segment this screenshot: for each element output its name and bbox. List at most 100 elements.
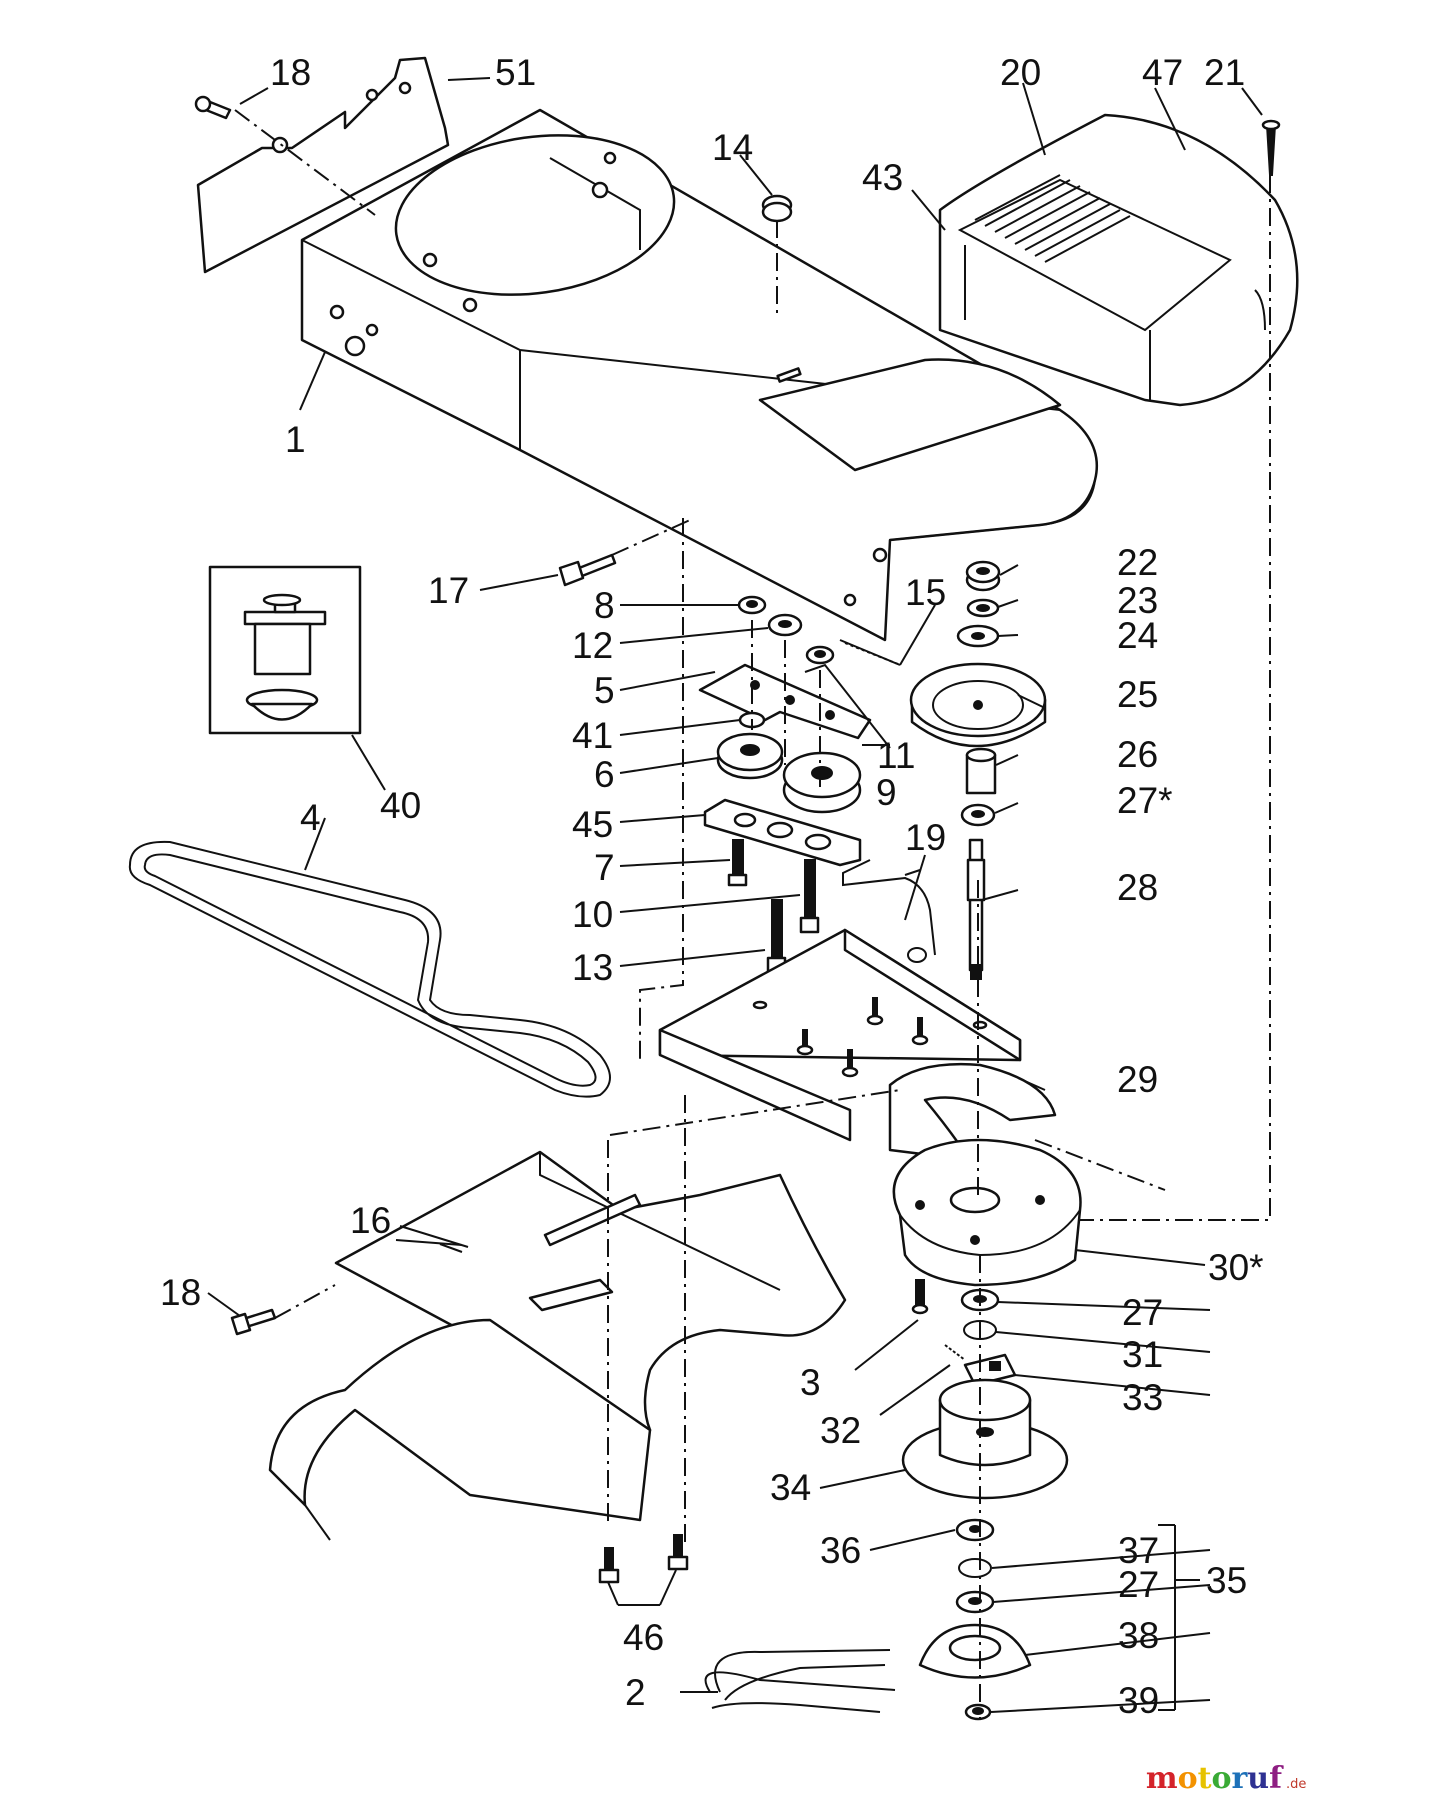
label-16: 16 [350, 1200, 391, 1241]
wm-letter-0: m [1146, 1761, 1178, 1796]
label-2: 2 [625, 1672, 646, 1713]
deck-plate-bolts [752, 997, 988, 1078]
label-40: 40 [380, 785, 421, 826]
label-37: 37 [1118, 1530, 1159, 1571]
label-39: 39 [1118, 1680, 1159, 1721]
assembly-lines [234, 109, 1271, 1720]
label-23: 23 [1117, 580, 1158, 621]
label-3: 3 [800, 1362, 821, 1403]
label-51: 51 [495, 52, 536, 93]
label-19: 19 [905, 817, 946, 858]
part-8-nut [737, 595, 767, 615]
wm-letter-6: f [1269, 1761, 1284, 1796]
part-38-hub [918, 1623, 1032, 1679]
label-22: 22 [1117, 542, 1158, 583]
wm-letter-2: t [1198, 1761, 1212, 1796]
label-26: 26 [1117, 734, 1158, 775]
label-47: 47 [1142, 52, 1183, 93]
label-14: 14 [712, 127, 753, 168]
label-41: 41 [572, 715, 613, 756]
label-27-star: 27* [1117, 780, 1173, 821]
label-6: 6 [594, 754, 615, 795]
part-27-bearing-c [955, 1590, 995, 1614]
part-12-spacer [767, 613, 803, 637]
part-4-belt [128, 840, 611, 1098]
label-20: 20 [1000, 52, 1041, 93]
leader-lines [207, 77, 1263, 1713]
label-32: 32 [820, 1410, 861, 1451]
label-43: 43 [862, 157, 903, 198]
part-6-pulley [716, 732, 784, 780]
watermark-suffix: .de [1286, 1777, 1306, 1792]
part-17-bolt [558, 553, 617, 587]
part-1-housing [300, 108, 1099, 642]
label-46: 46 [623, 1617, 664, 1658]
part-10-bolt [799, 859, 820, 934]
label-18-top: 18 [270, 52, 311, 93]
label-27-lower: 27 [1118, 1564, 1159, 1605]
part-36-washer [955, 1518, 995, 1542]
part-20-cover [938, 113, 1299, 407]
part-40-inset [208, 565, 362, 735]
part-3-bolt [911, 1279, 929, 1315]
label-21: 21 [1204, 52, 1245, 93]
label-24: 24 [1117, 615, 1158, 656]
label-12: 12 [572, 625, 613, 666]
part-46-bolts [598, 1534, 689, 1584]
label-15: 15 [905, 572, 946, 613]
part-19-rod [842, 859, 936, 963]
label-35: 35 [1206, 1560, 1247, 1601]
label-7: 7 [594, 847, 615, 888]
label-38: 38 [1118, 1615, 1159, 1656]
cover-vent-ribs [974, 174, 1131, 263]
label-13: 13 [572, 947, 613, 988]
part-37-ring [958, 1558, 992, 1578]
part-18-screw-top [194, 95, 232, 120]
part-18-bolt-left [230, 1308, 277, 1336]
label-28: 28 [1117, 867, 1158, 908]
part-13-bolt [766, 899, 787, 974]
label-25: 25 [1117, 674, 1158, 715]
label-5: 5 [594, 670, 615, 711]
part-9-pulley [782, 751, 862, 814]
part-24-washer [956, 624, 1000, 648]
label-1: 1 [285, 419, 306, 460]
callout-labels: 18 51 1 14 20 47 21 43 17 8 12 5 41 6 45… [160, 52, 1264, 1721]
part-25-pulley [909, 662, 1047, 748]
label-11: 11 [877, 735, 915, 776]
part-28-shaft [966, 838, 986, 980]
part-11-spacer [805, 645, 835, 665]
part-34-cup [901, 1378, 1069, 1500]
part-27-bearing-a [960, 803, 996, 827]
label-29: 29 [1117, 1059, 1158, 1100]
label-18-left: 18 [160, 1272, 201, 1313]
part-7-bolt [727, 839, 748, 887]
part-29-deck-plate [658, 928, 1057, 1162]
watermark-letters: motoruf [1146, 1761, 1284, 1796]
label-27-middle: 27 [1122, 1292, 1163, 1333]
part-14-nut [761, 194, 793, 223]
wm-letter-4: r [1231, 1761, 1248, 1796]
watermark-logo: motoruf .de [1146, 1761, 1307, 1796]
label-4: 4 [300, 797, 321, 838]
label-9: 9 [876, 772, 897, 813]
part-23-washer [966, 598, 1000, 618]
part-32-spring [944, 1344, 966, 1361]
label-31: 31 [1122, 1334, 1163, 1375]
label-34: 34 [770, 1467, 811, 1508]
label-33: 33 [1122, 1377, 1163, 1418]
wm-letter-5: u [1247, 1761, 1269, 1796]
part-21-screw [1261, 119, 1281, 176]
part-15-spring [839, 639, 901, 666]
part-39-nut [964, 1703, 992, 1721]
label-8: 8 [594, 585, 615, 626]
part-30-ring-housing [892, 1138, 1082, 1287]
part-22-nut [965, 560, 1001, 592]
label-30-star: 30* [1208, 1247, 1264, 1288]
label-10: 10 [572, 894, 613, 935]
wm-letter-3: o [1211, 1761, 1231, 1796]
label-45: 45 [572, 804, 613, 845]
part-26-bushing [965, 747, 997, 795]
part-2-belts [704, 1649, 896, 1713]
